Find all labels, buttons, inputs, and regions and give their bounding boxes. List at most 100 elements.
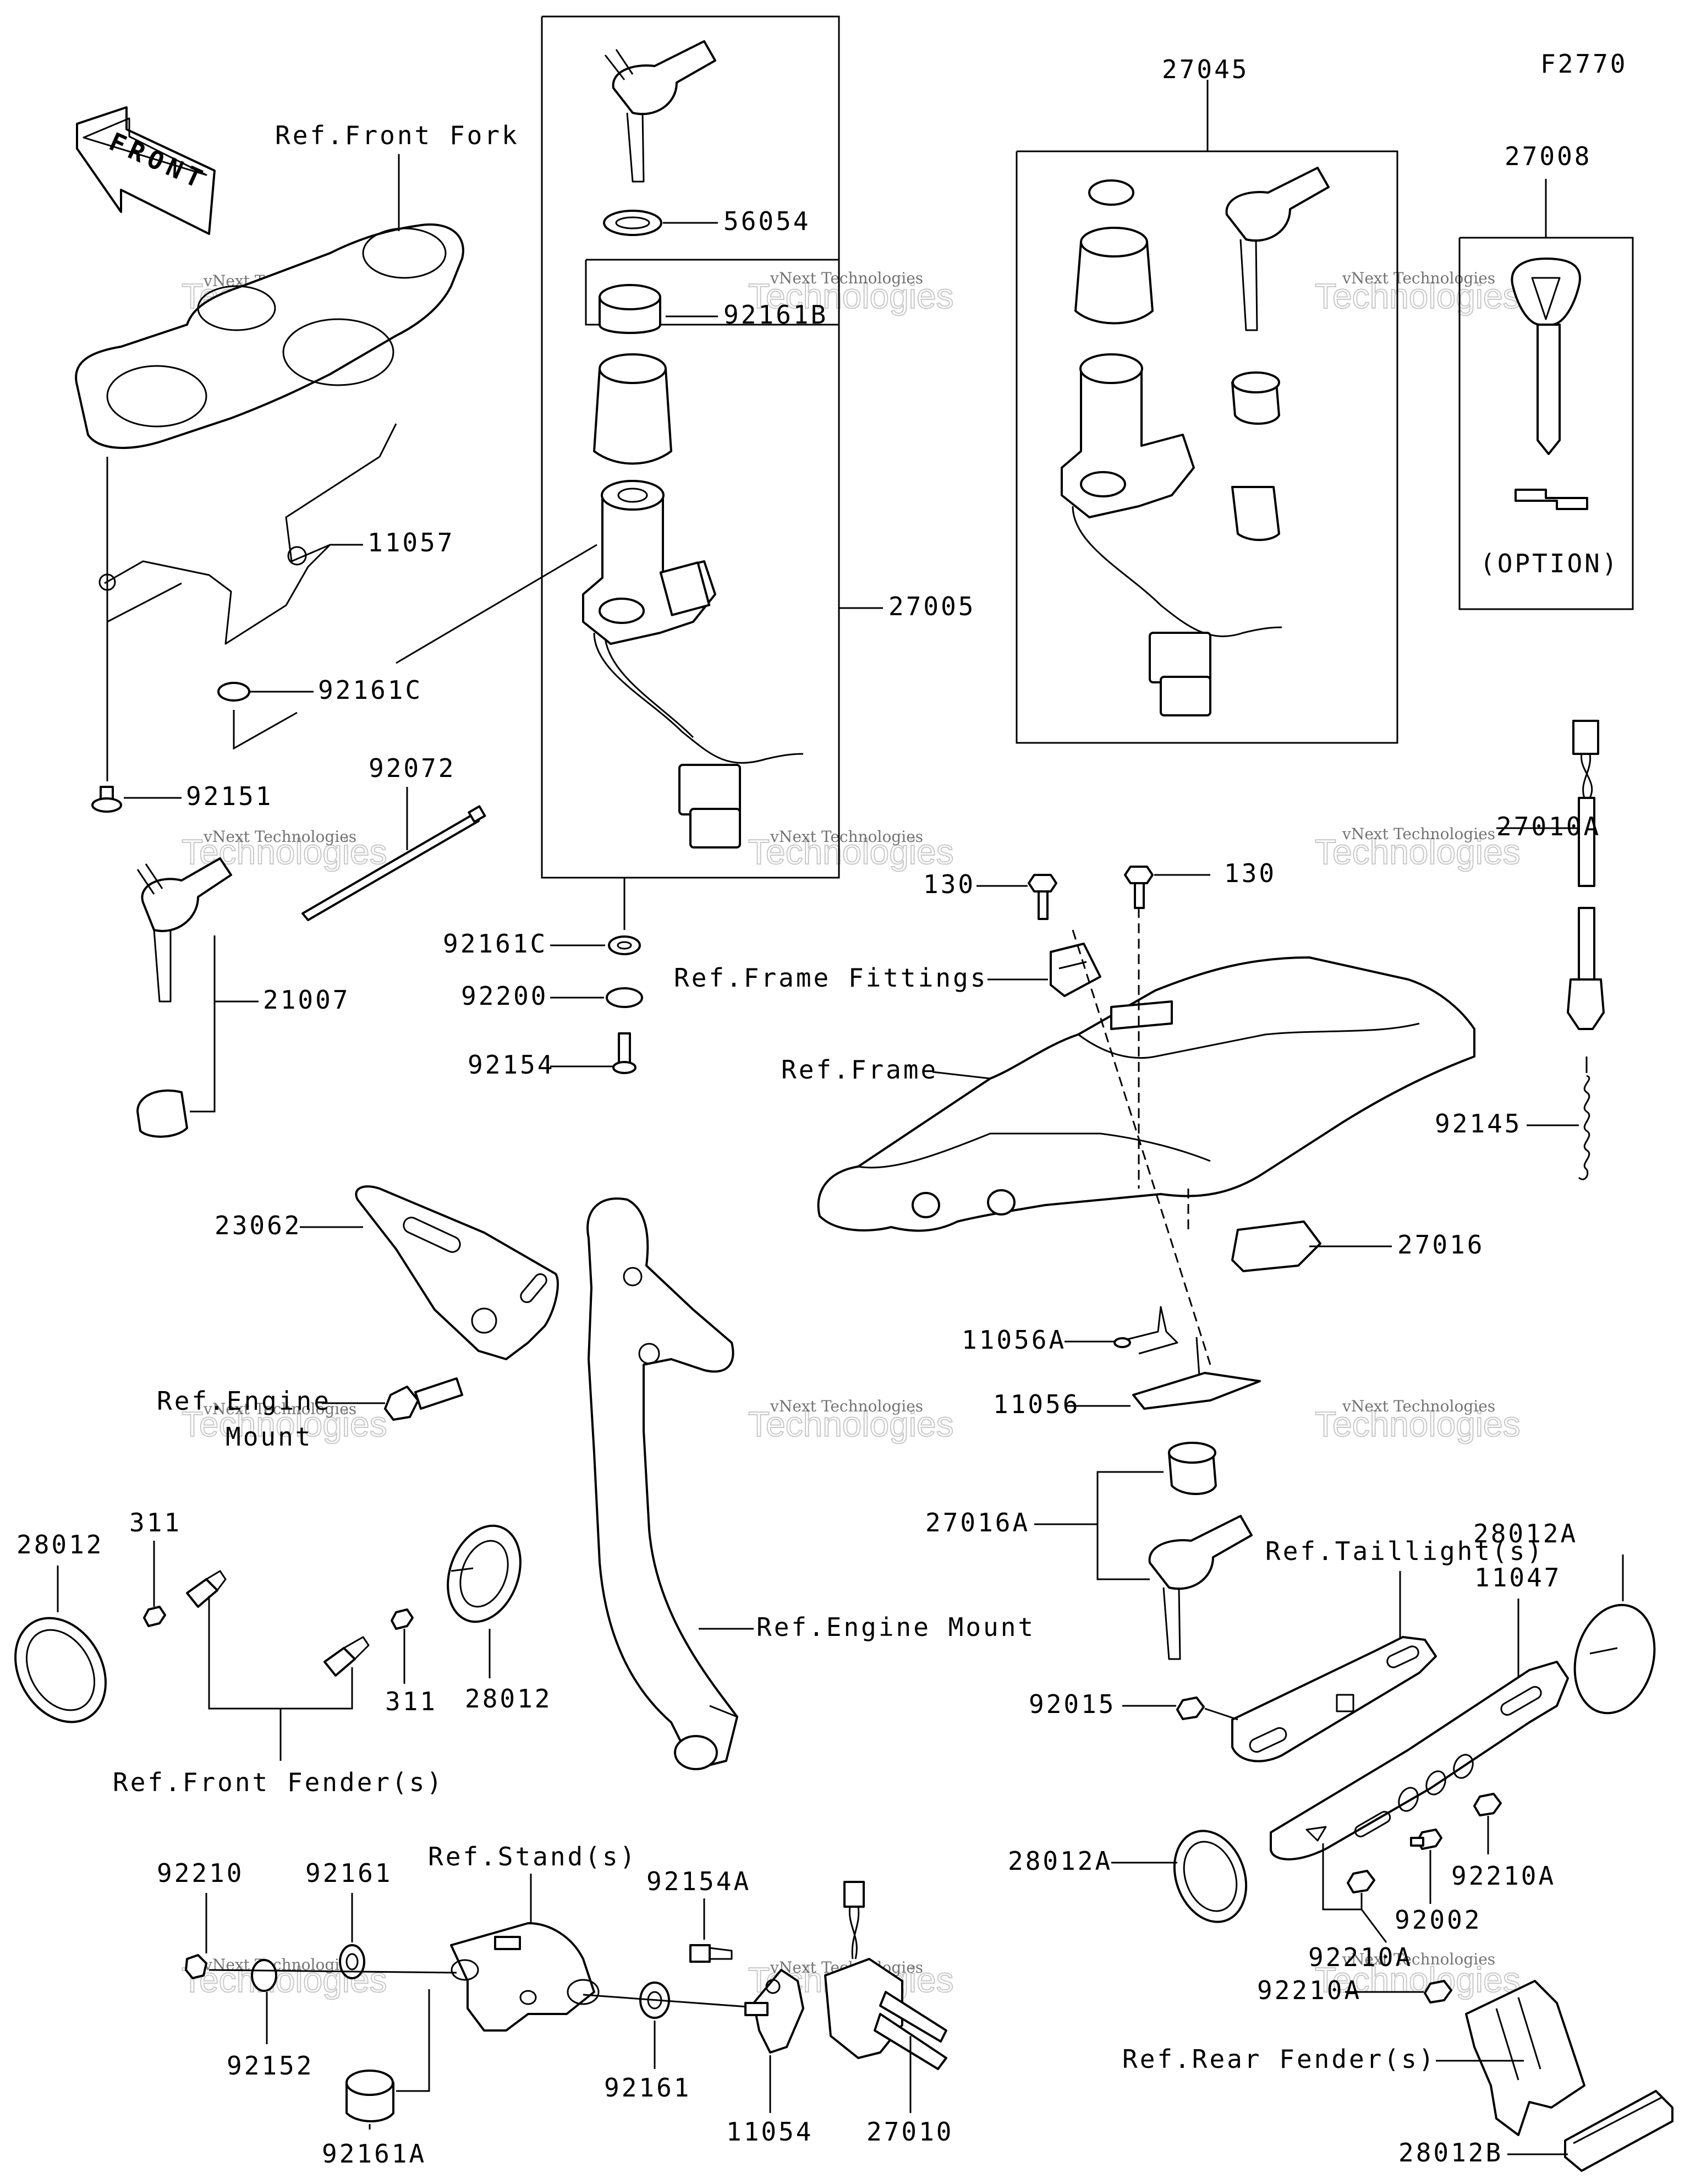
label-ref-engine-mount-2: Ref.Engine Mount	[756, 1612, 1035, 1642]
label-28012-b: 28012	[465, 1684, 552, 1714]
nut-92210a-mid	[1347, 1870, 1375, 1893]
switch-bracket-11054	[744, 1969, 804, 2054]
label-311-b: 311	[385, 1687, 437, 1716]
ignition-switch-27005	[582, 480, 804, 849]
frame-fitting-bracket	[1050, 943, 1101, 997]
frame	[817, 956, 1475, 1232]
stud-left	[186, 1570, 227, 1608]
front-arrow-icon: FRONT	[76, 106, 216, 235]
key-27005-top	[604, 40, 716, 183]
washer-92161c-left	[217, 682, 250, 702]
label-28012a-a: 28012A	[1473, 1519, 1578, 1548]
reflector-28012a-right	[1573, 1603, 1656, 1715]
watermark-small: vNext Technologies	[770, 1397, 923, 1415]
label-92002: 92002	[1395, 1905, 1482, 1935]
watermark-small: vNext Technologies	[770, 828, 923, 846]
label-11056: 11056	[993, 1389, 1080, 1419]
label-ref-rear-fender: Ref.Rear Fender(s)	[1122, 2044, 1436, 2074]
stand-bracket	[450, 1922, 600, 2032]
spring-92145	[1578, 1075, 1590, 1180]
nut-92210a-lower	[1424, 1980, 1452, 2004]
clip-11056a	[1113, 1306, 1178, 1355]
label-27016a: 27016A	[925, 1508, 1030, 1537]
label-27045: 27045	[1162, 54, 1249, 84]
label-92210a-a: 92210A	[1451, 1861, 1556, 1891]
label-311-a: 311	[129, 1508, 182, 1537]
grommet-92161a	[345, 2070, 394, 2122]
watermark-small: vNext Technologies	[1342, 825, 1495, 843]
nut-92210	[185, 1954, 207, 1979]
rear-fender-part	[1465, 1980, 1585, 2136]
reflector-28012a-left	[1173, 1830, 1248, 1923]
label-92154a: 92154A	[646, 1866, 751, 1896]
label-92015: 92015	[1029, 1689, 1116, 1719]
label-92161-b: 92161	[604, 2073, 691, 2103]
switch-cap	[593, 353, 672, 465]
label-56054: 56054	[723, 206, 810, 236]
label-92072: 92072	[369, 753, 456, 783]
bolt-92151	[91, 786, 122, 813]
label-92152: 92152	[227, 2051, 314, 2081]
label-ref-taillight: Ref.Taillight(s)	[1265, 1536, 1544, 1566]
bolt-130-left	[1028, 874, 1057, 920]
engine-mount-bolt	[384, 1377, 463, 1421]
washer-92200	[606, 987, 643, 1008]
nut-311-a	[143, 1606, 166, 1627]
ignition-switch-27045	[1061, 167, 1330, 716]
label-92161-a: 92161	[305, 1858, 392, 1888]
watermark-big: Technologies	[1315, 1960, 1521, 2000]
label-27016: 27016	[1397, 1230, 1484, 1260]
label-130-b: 130	[1224, 858, 1276, 888]
label-11054: 11054	[726, 2117, 813, 2147]
label-27010a: 27010A	[1496, 812, 1601, 841]
label-92145: 92145	[1435, 1109, 1522, 1138]
lock-bracket-27016	[1231, 1220, 1321, 1272]
harness-11057	[98, 423, 397, 645]
watermark-small: vNext Technologies	[1342, 1397, 1495, 1415]
lock-27016a	[1148, 1442, 1253, 1660]
label-ref-stand: Ref.Stand(s)	[428, 1842, 637, 1871]
key-set-21007	[136, 857, 232, 1138]
washer-92161c-center	[608, 935, 641, 955]
nut-311-b	[391, 1608, 414, 1630]
bolt-92154a	[689, 1944, 733, 1963]
label-ref-engine-mount-a: Ref.Engine	[157, 1386, 331, 1416]
label-92161c-b: 92161C	[443, 929, 547, 959]
label-ref-front-fender: Ref.Front Fender(s)	[113, 1767, 444, 1797]
label-92210: 92210	[157, 1858, 244, 1888]
watermark-big: Technologies	[1315, 1404, 1521, 1444]
label-92161c-a: 92161C	[318, 675, 422, 705]
bracket-11056	[1132, 1337, 1261, 1410]
washer-92152	[251, 1959, 277, 1992]
watermark-small: vNext Technologies	[770, 269, 923, 287]
label-ref-engine-mount-b: Mount	[226, 1422, 312, 1452]
taillight-bracket-11047	[1231, 1636, 1569, 1860]
bracket-23062	[355, 1185, 559, 1360]
bolt-130-right	[1124, 866, 1154, 909]
watermark-small: vNext Technologies	[203, 828, 356, 846]
watermark-big: Technologies	[1315, 832, 1521, 872]
bolt-92002	[1410, 1829, 1442, 1850]
label-92210a-c: 92210A	[1257, 1975, 1362, 2005]
label-92200: 92200	[461, 981, 548, 1011]
label-11047: 11047	[1474, 1563, 1561, 1592]
reflector-28012b	[1564, 2090, 1673, 2172]
label-27005: 27005	[888, 592, 975, 621]
label-27008: 27008	[1505, 141, 1592, 171]
engine-mount-bracket	[586, 1197, 738, 1770]
nut-92210a-upper	[1473, 1793, 1502, 1816]
cable-tie-92072	[301, 805, 486, 921]
label-11056a: 11056A	[962, 1325, 1066, 1355]
washer-56054	[603, 210, 662, 236]
label-92161a: 92161A	[322, 2139, 426, 2169]
screw-92154	[612, 1032, 637, 1074]
label-27010: 27010	[866, 2117, 953, 2147]
label-130-a: 130	[923, 869, 975, 899]
watermark-small: vNext Technologies	[1342, 1950, 1495, 1968]
watermark-big: Technologies	[1315, 276, 1521, 316]
stud-center	[323, 1636, 370, 1677]
switch-27010a	[1567, 720, 1605, 1073]
figure-code: F2770	[1540, 49, 1627, 79]
label-ref-frame: Ref.Frame	[781, 1055, 938, 1085]
